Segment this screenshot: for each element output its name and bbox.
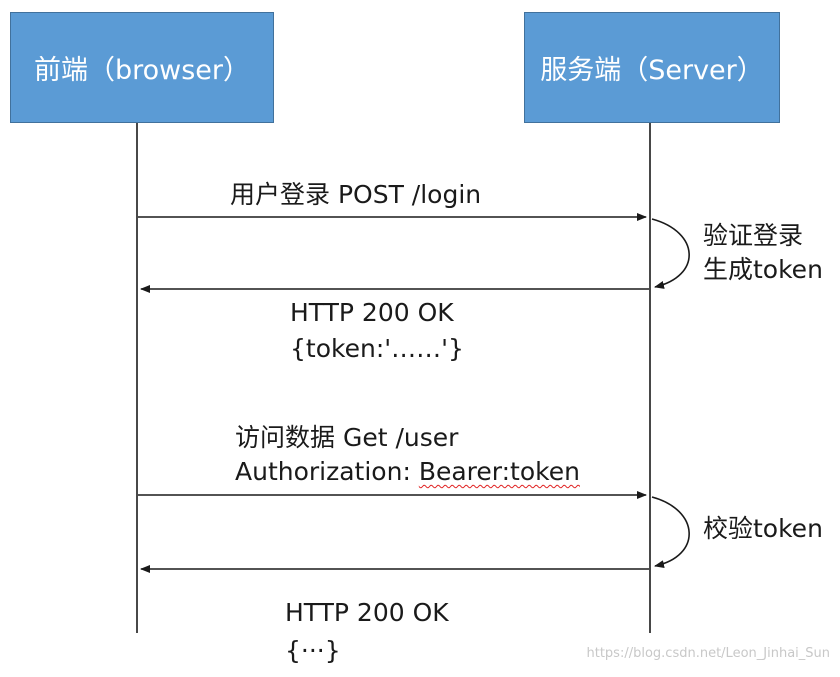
data-response-body: {···} (285, 636, 341, 665)
actor-browser: 前端（browser） (10, 12, 274, 123)
arrow-check-self (651, 496, 690, 569)
data-response-status: HTTP 200 OK (285, 598, 449, 627)
watermark: https://blog.csdn.net/Leon_Jinhai_Sun (586, 646, 831, 661)
arrow-verify-self (651, 218, 690, 289)
actor-server-label: 服务端（Server） (540, 55, 764, 86)
check-note: 校验token (703, 514, 823, 543)
actor-browser-label: 前端（browser） (33, 55, 251, 86)
login-request-label: 用户登录 POST /login (230, 180, 482, 209)
login-response-body: {token:'……'} (290, 334, 464, 363)
actor-server: 服务端（Server） (524, 12, 780, 123)
auth-header-prefix: Authorization: (235, 457, 419, 486)
login-response-status: HTTP 200 OK (290, 298, 454, 327)
auth-header-token: Bearer:token (418, 457, 580, 486)
verify-note-line2: 生成token (703, 255, 823, 284)
data-request-auth-header: Authorization: Bearer:token (235, 455, 580, 489)
data-request-label: 访问数据 Get /user (235, 423, 459, 452)
verify-note-line1: 验证登录 (703, 221, 804, 250)
